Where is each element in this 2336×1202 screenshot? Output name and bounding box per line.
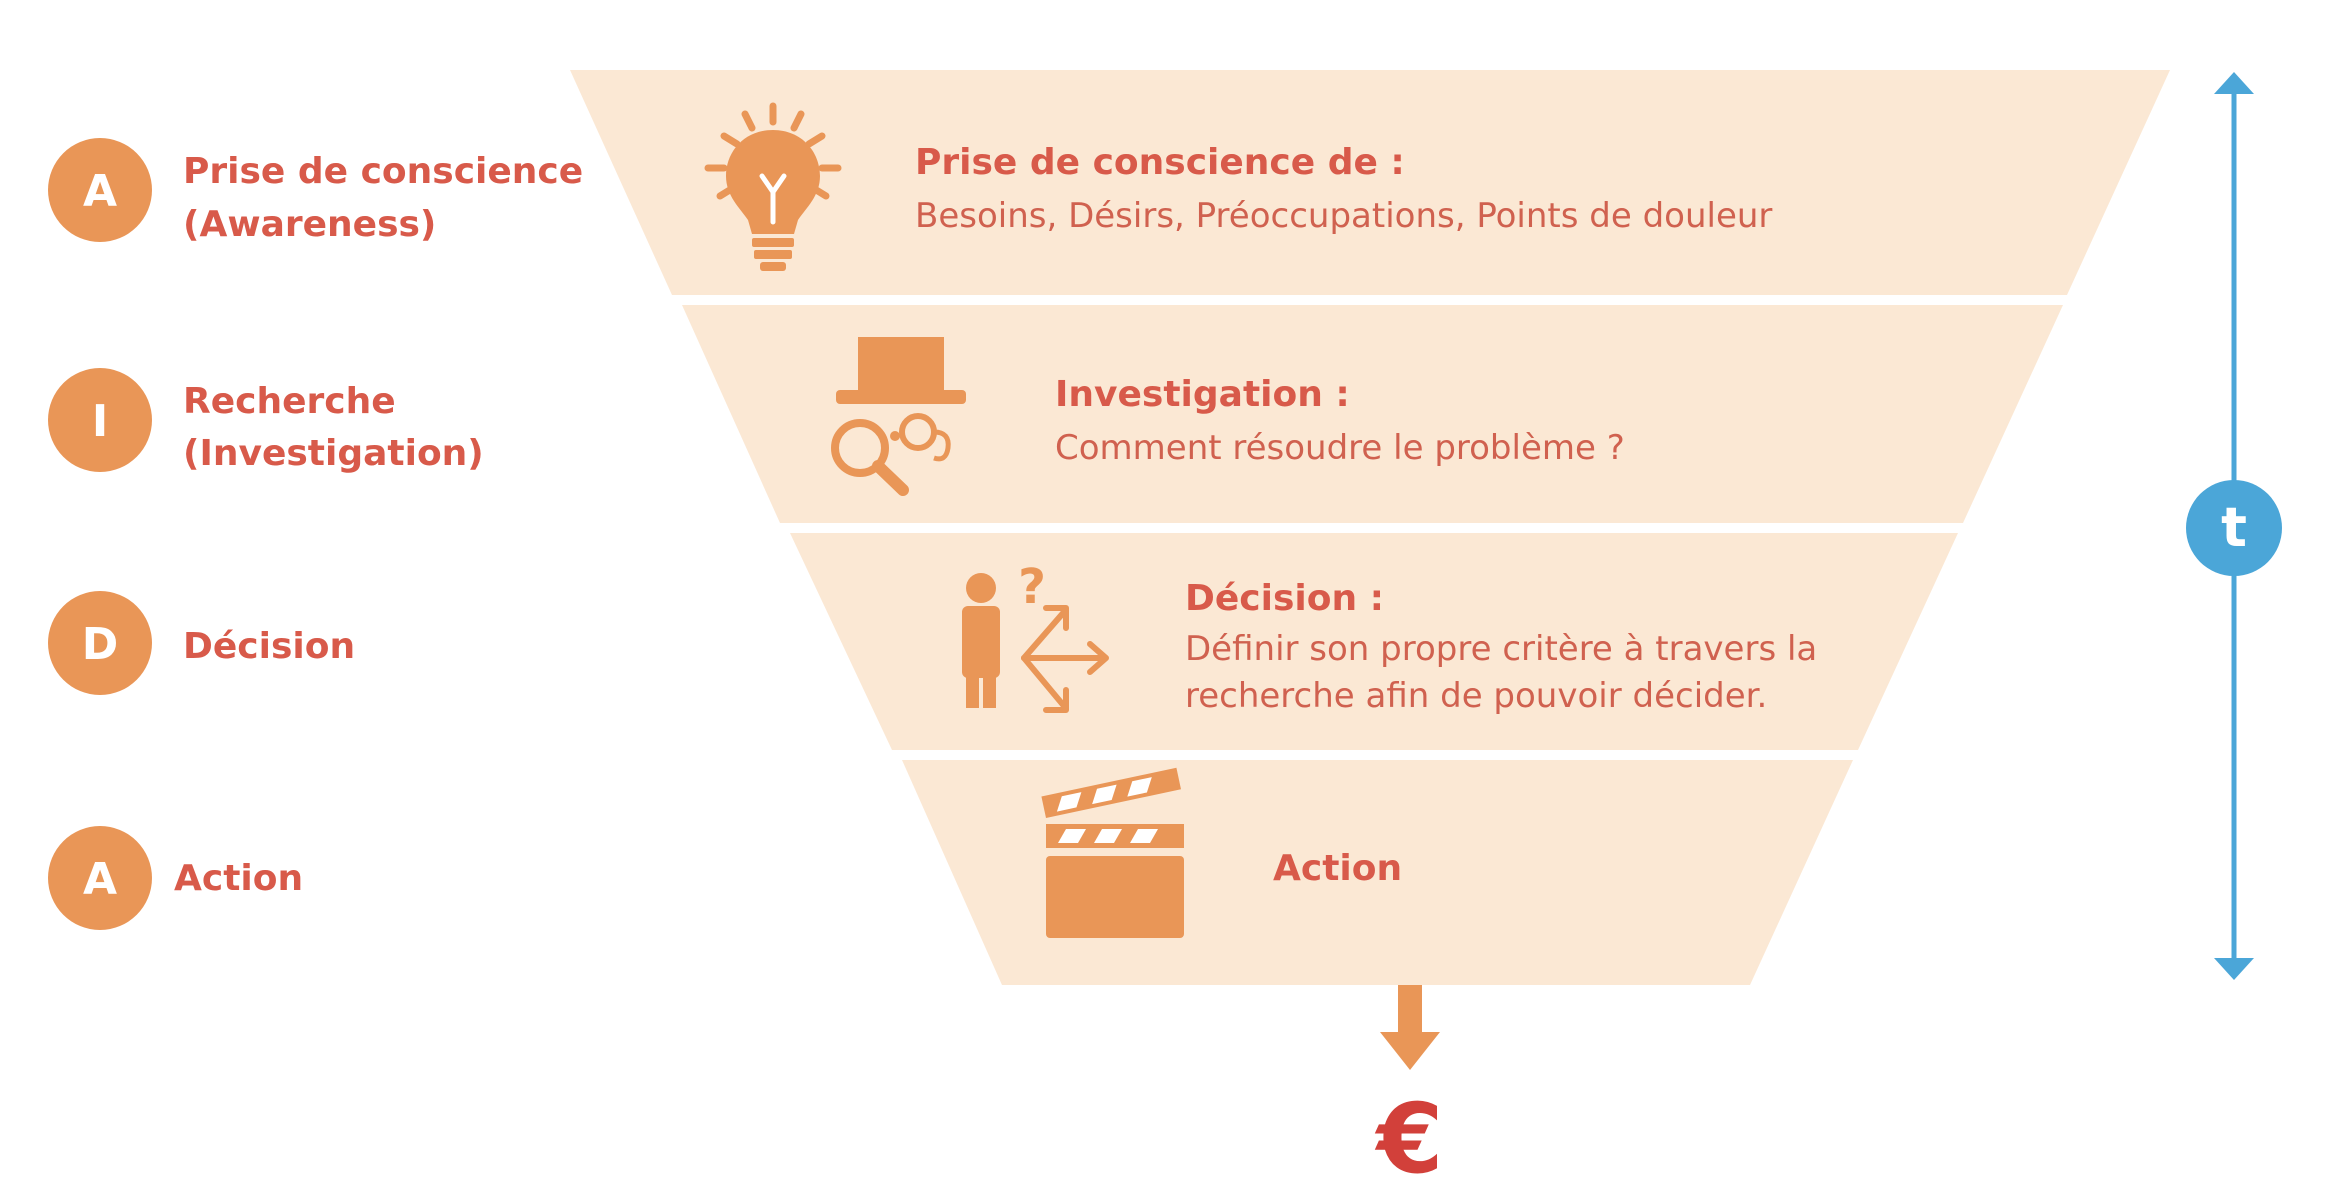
left-label-line1: Action — [174, 858, 303, 899]
stage-band-investigation — [682, 305, 2063, 523]
left-label-line1: Recherche — [183, 381, 396, 422]
euro-symbol: € — [1375, 1083, 1444, 1195]
left-item-awareness: A Prise de conscience (Awareness) — [48, 138, 583, 245]
stage-title-investigation: Investigation : — [1055, 374, 1350, 415]
time-badge-label: t — [2221, 496, 2247, 559]
stage-band-awareness — [570, 70, 2170, 295]
left-item-action: A Action — [48, 826, 303, 930]
lightbulb-icon — [704, 102, 842, 271]
stage-text-decision-line2: recherche afin de pouvoir décider. — [1185, 676, 1767, 716]
letter-badge — [48, 826, 152, 930]
stage-text-decision-line1: Définir son propre critère à travers la — [1185, 629, 1817, 669]
letter-badge — [48, 368, 152, 472]
letter-badge — [48, 591, 152, 695]
left-item-decision: D Décision — [48, 591, 355, 695]
down-arrowhead-icon — [2214, 958, 2254, 980]
time-badge — [2186, 480, 2282, 576]
timeline: t — [2186, 72, 2282, 980]
stage-text-awareness-line1: Besoins, Désirs, Préoccupations, Points … — [915, 196, 1772, 236]
left-label-line1: Prise de conscience — [183, 151, 583, 192]
stage-title-decision: Décision : — [1185, 578, 1384, 619]
left-item-investigation: I Recherche (Investigation) — [48, 368, 484, 474]
stage-text-investigation-line1: Comment résoudre le problème ? — [1055, 428, 1625, 468]
person-choice-arrows-icon: ? — [962, 559, 1109, 713]
stage-title-awareness: Prise de conscience de : — [915, 142, 1405, 183]
letter-badge-text: A — [83, 854, 117, 905]
detective-magnifier-icon — [831, 337, 966, 496]
stage-band-decision — [790, 533, 1958, 750]
stage-title-action: Action — [1273, 848, 1402, 889]
svg-text:?: ? — [1018, 559, 1046, 615]
letter-badge — [48, 138, 152, 242]
letter-badge-text: I — [92, 396, 108, 447]
clapperboard-icon — [1041, 767, 1184, 938]
left-label-line1: Décision — [183, 626, 355, 667]
left-label-line2: (Awareness) — [183, 204, 436, 245]
left-label-line2: (Investigation) — [183, 433, 484, 474]
down-arrow-icon — [1380, 985, 1440, 1070]
up-arrowhead-icon — [2214, 72, 2254, 94]
letter-badge-text: D — [82, 619, 119, 670]
letter-badge-text: A — [83, 166, 117, 217]
